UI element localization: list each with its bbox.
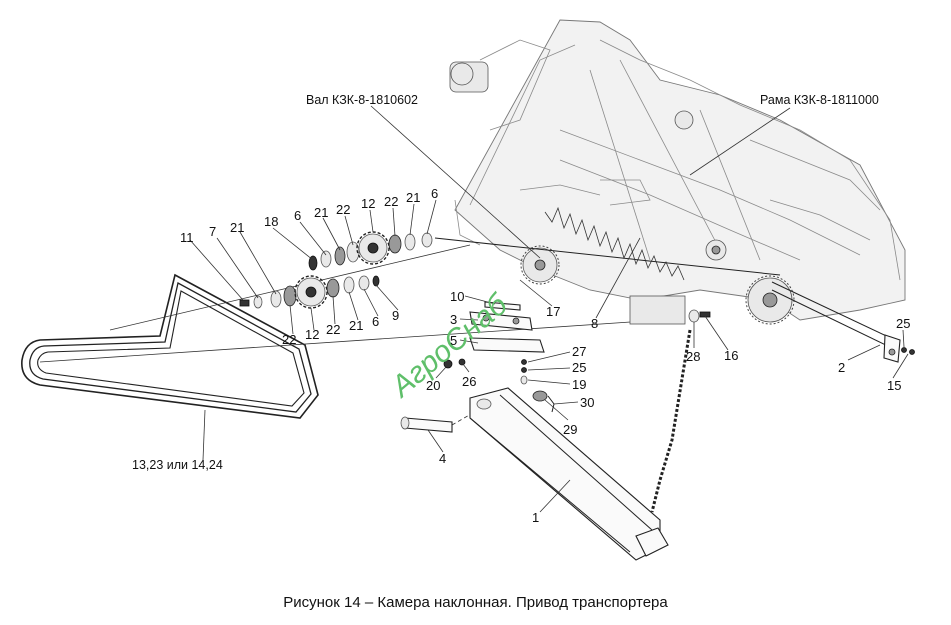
callout-label: 22 <box>384 194 398 209</box>
right-sprocket <box>745 275 795 325</box>
callout-label: 20 <box>426 378 440 393</box>
callout-label: 25 <box>896 316 910 331</box>
shaft-annotation: Вал КЗК-8-1810602 <box>306 93 418 107</box>
belt-annotation: 13,23 или 14,24 <box>132 458 223 472</box>
callout-label: 8 <box>591 316 598 331</box>
callout-label: 9 <box>392 308 399 323</box>
callout-label: 17 <box>546 304 560 319</box>
drive-belt <box>21 273 319 419</box>
callout-label: 11 <box>180 230 194 245</box>
frame-annotation: Рама КЗК-8-1811000 <box>760 93 879 107</box>
callout-label: 19 <box>572 377 586 392</box>
callout-label: 10 <box>450 289 464 304</box>
callout-label: 22 <box>336 202 350 217</box>
upper-sprocket <box>356 231 390 265</box>
callout-label: 28 <box>686 349 700 364</box>
pin <box>400 409 479 433</box>
shaft-sprocket <box>520 245 560 285</box>
bracket <box>771 281 915 363</box>
callout-labels: 11 7 21 18 6 21 22 12 22 21 6 22 12 22 2… <box>180 186 910 525</box>
callout-label: 25 <box>572 360 586 375</box>
callout-label: 2 <box>838 360 845 375</box>
callout-label: 4 <box>439 451 446 466</box>
callout-label: 1 <box>532 510 539 525</box>
upper-shaft-parts <box>308 231 433 271</box>
callout-label: 5 <box>450 333 457 348</box>
callout-label: 7 <box>209 224 216 239</box>
main-lever <box>469 387 669 561</box>
callout-label: 21 <box>314 205 328 220</box>
lower-sprocket <box>294 275 328 309</box>
callout-label: 12 <box>361 196 375 211</box>
figure-caption: Рисунок 14 – Камера наклонная. Привод тр… <box>283 594 668 611</box>
callout-label: 12 <box>305 327 319 342</box>
callout-label: 6 <box>431 186 438 201</box>
callout-label: 6 <box>372 314 379 329</box>
callout-label: 22 <box>282 332 296 347</box>
callout-label: 18 <box>264 214 278 229</box>
callout-label: 21 <box>230 220 244 235</box>
callout-label: 27 <box>572 344 586 359</box>
callout-label: 21 <box>406 190 420 205</box>
tension-spring <box>544 206 685 281</box>
callout-label: 3 <box>450 312 457 327</box>
callout-label: 16 <box>724 348 738 363</box>
callout-label: 21 <box>349 318 363 333</box>
leader-lines <box>189 105 909 513</box>
callout-label: 26 <box>462 374 476 389</box>
callout-label: 6 <box>294 208 301 223</box>
exploded-assembly-drawing: АгроСнаб Вал КЗК-8-1810602 Рама КЗК-8-18… <box>21 19 915 561</box>
callout-label: 22 <box>326 322 340 337</box>
callout-label: 15 <box>887 378 901 393</box>
lower-shaft-parts <box>239 275 380 309</box>
callout-label: 29 <box>563 422 577 437</box>
tension-chain <box>650 329 692 513</box>
inclined-chamber-frame <box>434 19 906 325</box>
callout-label: 30 <box>580 395 594 410</box>
